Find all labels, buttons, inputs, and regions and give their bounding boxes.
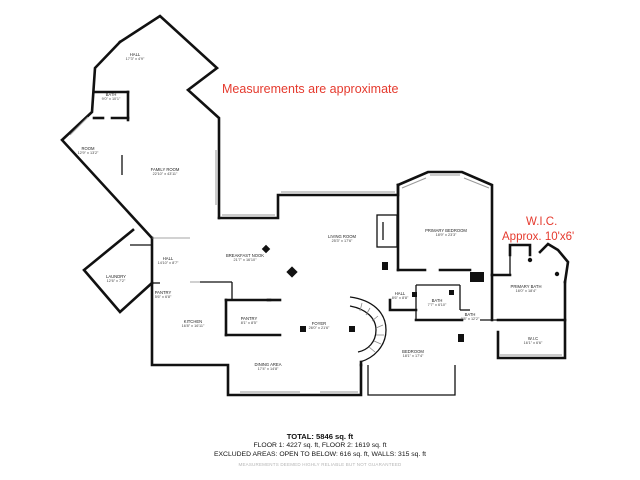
room-label-primary-bath: PRIMARY BATH 16'0" x 18'4": [511, 284, 542, 294]
area-summary: TOTAL: 5846 sq. ft FLOOR 1: 4227 sq. ft,…: [0, 432, 640, 459]
room-dimensions: 7'7" x 6'10": [427, 303, 447, 307]
wic-annotation-title: W.I.C.: [526, 216, 558, 228]
room-dimensions: 17'3" x 4'9": [125, 57, 145, 61]
room-name: PRIMARY BATH: [510, 284, 542, 289]
room-dimensions: 8'6" x 8'8": [391, 296, 409, 300]
room-name: ROOM: [81, 146, 95, 151]
room-name: HALL: [162, 256, 174, 261]
room-name: HALL: [394, 291, 406, 296]
room-name: PANTRY: [240, 316, 258, 321]
room-dimensions: 8'1" x 8'5": [240, 321, 258, 325]
floor-areas: FLOOR 1: 4227 sq. ft, FLOOR 2: 1619 sq. …: [253, 442, 387, 449]
room-dimensions: 26'0" x 21'6": [308, 326, 330, 330]
room-label-laundry: LAUNDRY 12'6" x 7'2": [106, 274, 126, 284]
room-dimensions: 14'10" x 8'7": [157, 261, 179, 265]
room-dimensions: 12'6" x 7'2": [106, 279, 126, 283]
room-dimensions: 8'8" x 12'2": [460, 317, 480, 321]
room-label-family-room: FAMILY ROOM 22'10" x 43'11": [151, 167, 180, 177]
room-name: W.I.C: [527, 336, 539, 341]
room-label-bath-small: BATH 8'8" x 12'2": [461, 312, 480, 322]
room-label-breakfast-nook: BREAKFAST NOOK 21'7" x 16'10": [226, 253, 264, 263]
room-name: PANTRY: [154, 290, 172, 295]
room-name: BREAKFAST NOOK: [225, 253, 265, 258]
room-name: BATH: [431, 298, 443, 303]
room-label-kitchen: KITCHEN 16'8" x 16'11": [182, 319, 205, 329]
room-dimensions: 21'7" x 16'10": [233, 258, 257, 262]
room-dimensions: 9'0" x 10'1": [101, 97, 121, 101]
room-dimensions: 18'1" x 17'4": [402, 354, 424, 358]
total-area: TOTAL: 5846 sq. ft: [286, 432, 354, 441]
fireplace: [376, 214, 398, 248]
room-name: PRIMARY BEDROOM: [425, 228, 467, 233]
room-label-bath-left: BATH 9'0" x 10'1": [102, 92, 121, 102]
laundry-walls: [82, 228, 190, 314]
central-walls: [150, 183, 400, 397]
primary-suite-walls: [382, 170, 512, 342]
room-label-hall-mid: HALL 14'10" x 8'7": [158, 256, 179, 266]
room-name: DINING AREA: [254, 362, 282, 367]
room-dimensions: 16'0" x 18'4": [515, 289, 537, 293]
room-name: BATH: [105, 92, 117, 97]
room-name: HALL: [129, 52, 141, 57]
room-label-bath-mid: BATH 7'7" x 6'10": [428, 298, 447, 308]
disclaimer-text: MEASUREMENTS DEEMED HIGHLY RELIABLE BUT …: [238, 462, 402, 467]
room-label-room: ROOM 12'9" x 13'2": [78, 146, 99, 156]
room-label-living-room: LIVING ROOM 25'3" x 17'6": [328, 234, 356, 244]
room-label-wic: W.I.C 16'1" x 6'6": [524, 336, 543, 346]
room-name: LIVING ROOM: [328, 234, 356, 239]
room-name: FAMILY ROOM: [150, 167, 180, 172]
room-dimensions: 18'9" x 23'3": [435, 233, 457, 237]
room-dimensions: 16'1" x 6'6": [523, 341, 543, 345]
room-dimensions: 22'10" x 43'11": [152, 172, 178, 176]
room-dimensions: 12'9" x 13'2": [77, 151, 99, 155]
room-name: BEDROOM: [402, 349, 424, 354]
room-dimensions: 17'4" x 14'8": [257, 367, 279, 371]
room-dimensions: 16'8" x 16'11": [181, 324, 205, 328]
room-label-primary-bedroom: PRIMARY BEDROOM 18'9" x 23'3": [425, 228, 467, 238]
room-dimensions: 25'3" x 17'6": [331, 239, 353, 243]
primary-bath-walls: [480, 242, 570, 360]
room-label-bedroom: BEDROOM 18'1" x 17'4": [402, 349, 424, 359]
room-label-dining-area: DINING AREA 17'4" x 14'8": [255, 362, 282, 372]
room-label-foyer: FOYER 26'0" x 21'6": [309, 321, 330, 331]
wing-walls: [60, 14, 221, 240]
staircase: [349, 296, 456, 396]
measurement-note: Measurements are approximate: [222, 82, 399, 96]
room-label-hall-right: HALL 8'6" x 8'8": [392, 291, 409, 301]
excluded-areas: EXCLUDED AREAS: OPEN TO BELOW: 616 sq. f…: [213, 451, 427, 458]
room-dimensions: 5'6" x 6'8": [154, 295, 172, 299]
room-name: BATH: [464, 312, 476, 317]
room-label-pantry-mid: PANTRY 8'1" x 8'5": [241, 316, 258, 326]
room-name: FOYER: [311, 321, 327, 326]
wic-annotation-size: Approx. 10'x6': [502, 231, 575, 243]
room-label-pantry-left: PANTRY 5'6" x 6'8": [155, 290, 172, 300]
room-name: LAUNDRY: [106, 274, 126, 279]
room-label-hall-top: HALL 17'3" x 4'9": [126, 52, 145, 62]
room-name: KITCHEN: [183, 319, 203, 324]
